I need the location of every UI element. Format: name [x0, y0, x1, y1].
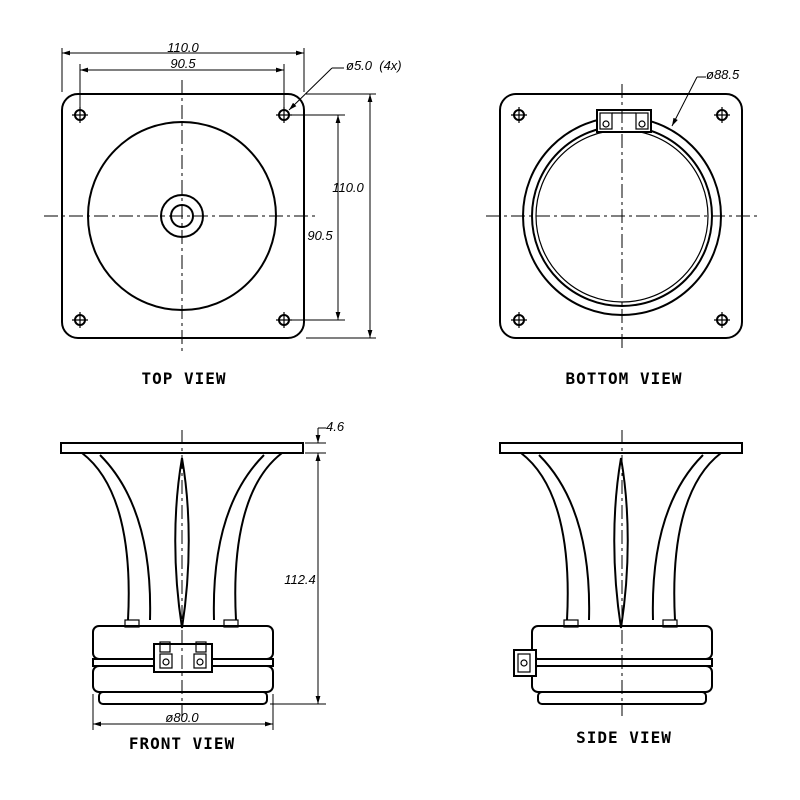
front-view-driver-base [98, 691, 268, 705]
bottom-view: ø88.5 BOTTOM VIEW [486, 67, 758, 388]
top-view-mounting-holes [72, 107, 292, 328]
side-view-flange [499, 442, 743, 454]
top-view-title: TOP VIEW [141, 369, 226, 388]
side-view-horn-left [520, 452, 591, 621]
side-view-horn-right [651, 452, 722, 621]
top-view: 110.0 90.5 ø5.0 (4x) 110.0 90.5 TOP VIEW [44, 40, 402, 388]
dim-base-diameter: ø80.0 [165, 710, 199, 725]
dim-overall-height: 112.4 [284, 572, 316, 587]
bottom-view-mounting-holes [511, 107, 730, 328]
front-view-horn-left [81, 452, 152, 621]
front-view-title: FRONT VIEW [129, 734, 235, 753]
dim-flange-thickness: 4.6 [326, 419, 345, 434]
bottom-view-title: BOTTOM VIEW [566, 369, 683, 388]
dim-hole-spacing-y: 90.5 [307, 228, 333, 243]
side-view-horn-center [613, 457, 629, 629]
front-view-horn-right [212, 452, 283, 621]
front-view-terminal [153, 641, 213, 673]
dim-flange-height: 110.0 [332, 180, 364, 195]
side-view: SIDE VIEW [499, 430, 743, 747]
dim-hole-diameter: ø5.0 (4x) [346, 58, 402, 73]
bottom-view-terminal [596, 109, 652, 133]
side-view-title: SIDE VIEW [576, 728, 672, 747]
front-view: 4.6 112.4 ø80.0 FRONT VIEW [60, 419, 345, 753]
dim-hole-spacing-x: 90.5 [170, 56, 196, 71]
side-view-terminal [513, 649, 537, 677]
front-view-horn-center [174, 457, 190, 629]
dim-flange-width: 110.0 [167, 40, 199, 55]
dim-body-diameter: ø88.5 [706, 67, 740, 82]
